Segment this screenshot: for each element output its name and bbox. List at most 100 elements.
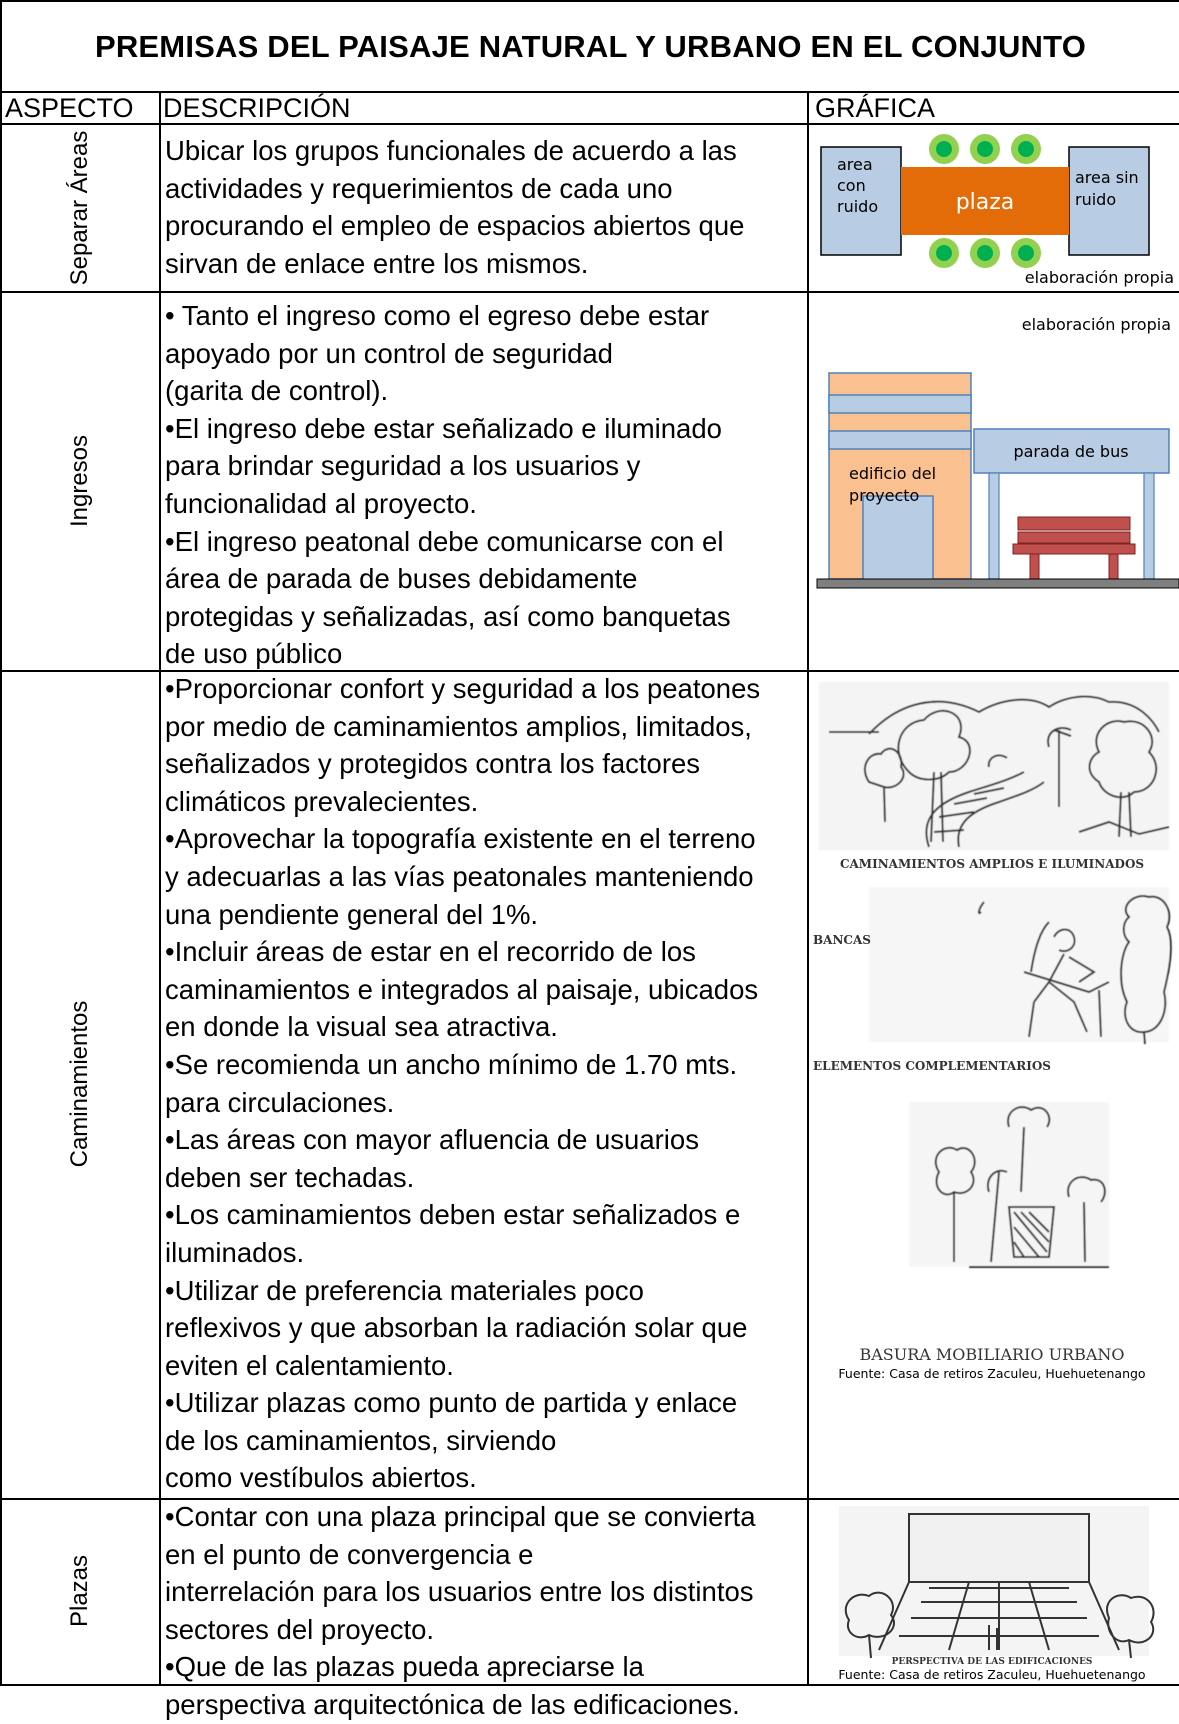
- area-con-ruido-block: [820, 146, 902, 256]
- desc-line: deben ser techadas.: [165, 1161, 415, 1193]
- area-sin-ruido-label-1: area sin: [1075, 168, 1139, 187]
- desc-line: de los caminamientos, sirviendo: [165, 1424, 557, 1456]
- caption-elementos-complementarios: ELEMENTOS COMPLEMENTARIOS: [813, 1059, 1051, 1073]
- grid-bottom-border: [0, 1684, 1179, 1686]
- desc-line: en el punto de convergencia e: [165, 1538, 534, 1570]
- path-trees-sketch: [819, 682, 1170, 850]
- aspect-caminamientos: Caminamientos: [66, 1000, 93, 1168]
- grid-header-bottom: [0, 123, 1179, 125]
- perspective-sketch: [839, 1506, 1155, 1659]
- ground-line: [816, 578, 1179, 589]
- desc-line: reflexivos y que absorban la radiación s…: [165, 1312, 748, 1344]
- bus-stop-roof: [973, 428, 1170, 474]
- desc-line: y adecuarlas a las vías peatonales mante…: [165, 860, 754, 892]
- bench-person-sketch: [869, 887, 1172, 1045]
- desc-line: Ubicar los grupos funcionales de acuerdo…: [165, 135, 737, 166]
- desc-line: procurando el empleo de espacios abierto…: [165, 210, 745, 242]
- desc-line: interrelación para los usuarios entre lo…: [165, 1576, 754, 1608]
- tree-icons: [929, 134, 1041, 268]
- desc-line: apoyado por un control de seguridad: [165, 337, 613, 369]
- grid-row-divider-3: [0, 1498, 1179, 1500]
- building-door: [862, 495, 934, 581]
- desc-line: climáticos prevalecientes.: [165, 785, 479, 817]
- desc-plazas: •Contar con una plaza principal que se c…: [165, 1498, 795, 1724]
- desc-line: •El ingreso peatonal debe comunicarse co…: [165, 525, 724, 557]
- desc-line: señalizados y protegidos contra los fact…: [165, 748, 701, 780]
- desc-line: funcionalidad al proyecto.: [165, 487, 477, 519]
- desc-line: •Los caminamientos deben estar señalizad…: [165, 1199, 741, 1231]
- aspect-plazas: Plazas: [66, 1554, 93, 1628]
- desc-line: actividades y requerimientos de cada uno: [165, 172, 673, 204]
- desc-line: perspectiva arquitectónica de las edific…: [165, 1688, 740, 1720]
- sketches-caminamientos: CAMINAMIENTOS AMPLIOS E ILUMINADOS BANCA…: [813, 682, 1172, 1381]
- desc-line: sectores del proyecto.: [165, 1613, 435, 1645]
- desc-line: caminamientos e integrados al paisaje, u…: [165, 973, 759, 1005]
- desc-line: •Utilizar de preferencia materiales poco: [165, 1274, 644, 1306]
- desc-line: •Utilizar plazas como punto de partida y…: [165, 1387, 738, 1419]
- plaza-label: plaza: [956, 190, 1015, 215]
- building-band-2: [828, 430, 972, 450]
- desc-line: iluminados.: [165, 1236, 305, 1268]
- desc-line: para circulaciones.: [165, 1086, 395, 1118]
- desc-line: •Que de las plazas pueda apreciarse la: [165, 1651, 644, 1683]
- desc-line: •Proporcionar confort y seguridad a los …: [165, 673, 761, 704]
- area-sin-ruido-label-2: ruido: [1075, 190, 1116, 209]
- building-label-2: proyecto: [849, 486, 919, 505]
- trash-bin-sketch: [909, 1102, 1109, 1268]
- desc-line: eviten el calentamiento.: [165, 1349, 454, 1381]
- desc-line: para brindar seguridad a los usuarios y: [165, 450, 641, 482]
- desc-line: sirvan de enlace entre los mismos.: [165, 247, 589, 279]
- desc-line: protegidas y señalizadas, así como banqu…: [165, 600, 731, 632]
- building-label-1: edificio del: [849, 464, 936, 483]
- grid-col-divider-2: [807, 91, 809, 1686]
- diagram-ingresos: elaboración propia edificio del proyecto…: [816, 315, 1179, 589]
- caption-perspectiva: PERSPECTIVA DE LAS EDIFICACIONES: [892, 1657, 1093, 1667]
- sketch-plazas-perspectiva: PERSPECTIVA DE LAS EDIFICACIONES Fuente:…: [838, 1506, 1155, 1682]
- desc-line: como vestíbulos abiertos.: [165, 1462, 477, 1494]
- desc-separar-areas: Ubicar los grupos funcionales de acuerdo…: [165, 132, 795, 282]
- desc-line: •Aprovechar la topografía existente en e…: [165, 823, 756, 855]
- area-con-ruido-label-2: con: [837, 176, 866, 195]
- source-caminamientos: Fuente: Casa de retiros Zaculeu, Huehuet…: [838, 1366, 1145, 1381]
- aspect-separar-areas: Separar Áreas: [66, 130, 93, 286]
- header-grafica: GRÁFICA: [815, 93, 936, 123]
- desc-line: (garita de control).: [165, 375, 389, 407]
- desc-ingresos: • Tanto el ingreso como el egreso debe e…: [165, 297, 795, 673]
- header-descripcion: DESCRIPCIÓN: [163, 93, 351, 123]
- bus-stop-post-right: [1143, 472, 1155, 580]
- desc-line: en donde la visual sea atractiva.: [165, 1011, 558, 1043]
- desc-line: • Tanto el ingreso como el egreso debe e…: [165, 300, 710, 331]
- source-plazas: Fuente: Casa de retiros Zaculeu, Huehuet…: [838, 1667, 1145, 1682]
- desc-line: una pendiente general del 1%.: [165, 898, 539, 930]
- desc-line: área de parada de buses debidamente: [165, 563, 638, 595]
- diagram-separar-areas: area con ruido plaza area sin ruido elab…: [820, 134, 1174, 287]
- grid-row-divider-1: [0, 291, 1179, 293]
- area-con-ruido-label-1: area: [837, 155, 873, 174]
- caption-elaboracion-propia: elaboración propia: [1022, 315, 1171, 334]
- desc-line: •Incluir áreas de estar en el recorrido …: [165, 936, 696, 968]
- bench-icon: [1012, 516, 1136, 580]
- desc-line: de uso público: [165, 638, 343, 670]
- header-aspecto: ASPECTO: [5, 93, 134, 123]
- plaza-block: [901, 167, 1069, 235]
- grid-row-divider-2: [0, 670, 1179, 672]
- bus-stop-post-left: [988, 472, 1000, 580]
- desc-caminamientos: •Proporcionar confort y seguridad a los …: [165, 670, 795, 1497]
- area-sin-ruido-block: [1068, 146, 1150, 256]
- grid-left-border: [0, 0, 2, 1686]
- area-con-ruido-label-3: ruido: [837, 197, 878, 216]
- caption-elaboracion-propia: elaboración propia: [1025, 268, 1174, 287]
- desc-line: •Las áreas con mayor afluencia de usuari…: [165, 1124, 699, 1156]
- grid-col-divider-1: [159, 91, 161, 1686]
- caption-caminamientos-amplios: CAMINAMIENTOS AMPLIOS E ILUMINADOS: [840, 857, 1144, 871]
- page-title: PREMISAS DEL PAISAJE NATURAL Y URBANO EN…: [0, 0, 1179, 93]
- desc-line: •El ingreso debe estar señalizado e ilum…: [165, 412, 722, 444]
- caption-basura-mobiliario: BASURA MOBILIARIO URBANO: [859, 1345, 1124, 1364]
- aspect-ingresos: Ingresos: [66, 434, 93, 528]
- desc-line: •Contar con una plaza principal que se c…: [165, 1501, 756, 1532]
- desc-line: •Se recomienda un ancho mínimo de 1.70 m…: [165, 1048, 738, 1080]
- label-bancas: BANCAS: [813, 933, 871, 947]
- desc-line: por medio de caminamientos amplios, limi…: [165, 710, 752, 742]
- building-band-1: [828, 394, 972, 414]
